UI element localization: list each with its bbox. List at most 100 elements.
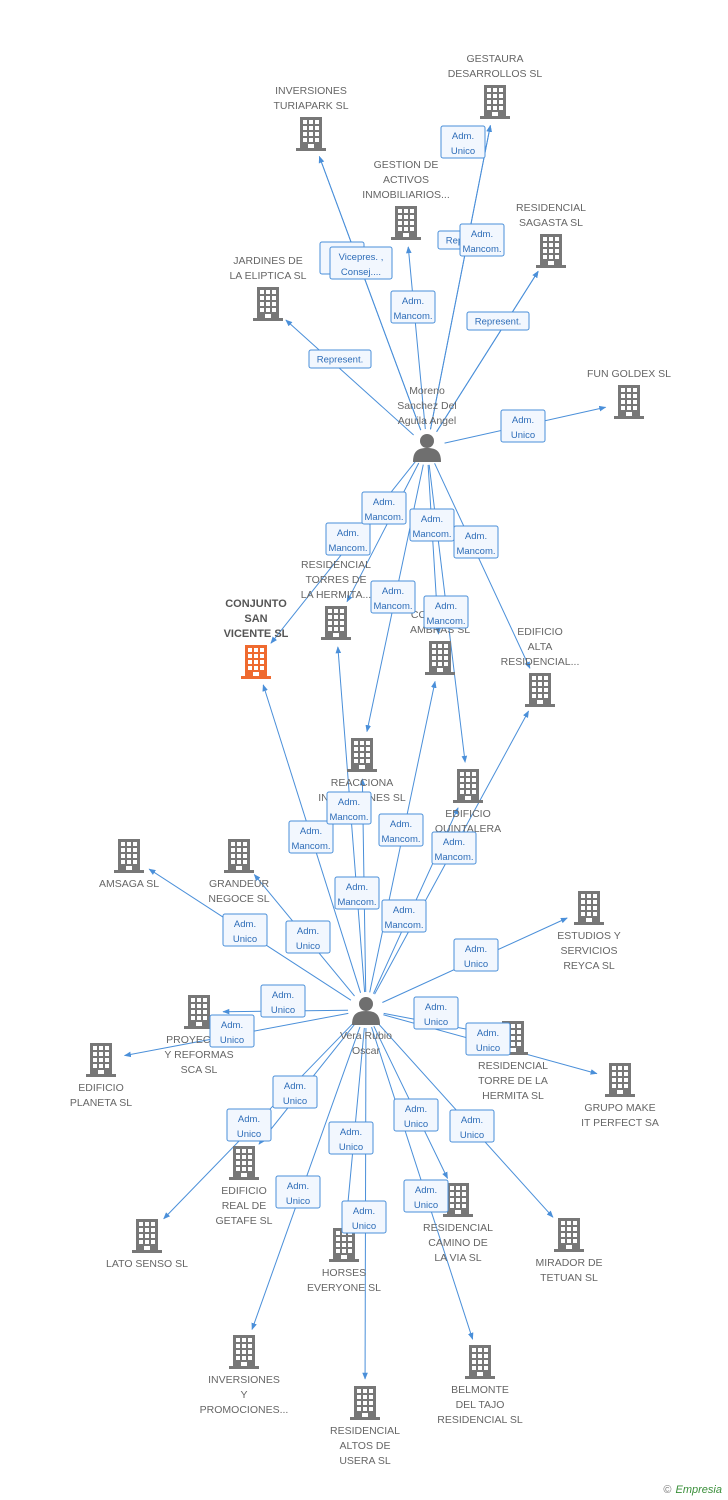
edge-label-box[interactable]: Adm.Unico: [449, 1109, 495, 1143]
edge-label-box[interactable]: Adm.Mancom.: [361, 491, 407, 525]
edge-label-box[interactable]: Adm.Mancom.: [370, 580, 416, 614]
edge-label-box[interactable]: Adm.Mancom.: [381, 899, 427, 933]
edge-label-box[interactable]: Adm.Mancom.: [326, 791, 372, 825]
edge-label-box[interactable]: Adm.Unico: [453, 938, 499, 972]
building-icon: [391, 206, 421, 240]
edge-label-box[interactable]: Adm.Mancom.: [459, 223, 505, 257]
edge-label-box[interactable]: Adm.Unico: [226, 1108, 272, 1142]
edge-label-background: [361, 491, 407, 525]
edge-label-box[interactable]: Adm.Unico: [413, 996, 459, 1030]
edge-label-box[interactable]: Represent.: [308, 349, 372, 369]
edge-label-text: Adm.Unico: [464, 944, 488, 970]
edge-label-box[interactable]: Adm.Mancom.: [390, 290, 436, 324]
edge-label-text: Adm.Unico: [476, 1028, 500, 1054]
edge-label-text: Adm.Mancom.: [291, 826, 330, 852]
edge-label-background: [381, 899, 427, 933]
company-node-fungoldex[interactable]: FUN GOLDEX SL: [587, 368, 671, 419]
edge-label-background: [328, 1121, 374, 1155]
edge-label-box[interactable]: Adm.Mancom.: [325, 522, 371, 556]
edge-moreno-gestaura: [429, 124, 492, 430]
empresia-logo[interactable]: ©Empresia: [663, 1484, 722, 1496]
edge-label-box[interactable]: Adm.Unico: [260, 984, 306, 1018]
edge-label-background: [393, 1098, 439, 1132]
person-icon: [413, 434, 441, 462]
edge-label-box[interactable]: Represent.: [466, 311, 530, 331]
edge-label-box[interactable]: Adm.Mancom.: [409, 508, 455, 542]
edge-label-text: Adm.Unico: [271, 990, 295, 1016]
edge-label-background: [409, 508, 455, 542]
building-icon: [296, 117, 326, 151]
edge-label-background: [226, 1108, 272, 1142]
edge-label-text: Represent.: [317, 355, 363, 366]
edge-label-box[interactable]: Adm.Unico: [285, 920, 331, 954]
edge-label-text: Adm.Mancom.: [462, 229, 501, 255]
edge-label-box[interactable]: Adm.Unico: [328, 1121, 374, 1155]
building-icon: [614, 385, 644, 419]
company-node-latosenso[interactable]: LATO SENSO SL: [106, 1219, 188, 1270]
edge-label-text: Adm.Mancom.: [381, 819, 420, 845]
edge-label-box[interactable]: Adm.Unico: [272, 1075, 318, 1109]
edge-label-box[interactable]: Adm.Mancom.: [288, 820, 334, 854]
edge-label-background: [453, 525, 499, 559]
edge-label-box[interactable]: Adm.Unico: [500, 409, 546, 443]
edge-label-box[interactable]: Adm.Unico: [275, 1175, 321, 1209]
edge-label-box[interactable]: Adm.Unico: [465, 1022, 511, 1056]
edge-label-background: [288, 820, 334, 854]
edge-label-box[interactable]: Adm.Unico: [403, 1179, 449, 1213]
building-icon: [605, 1063, 635, 1097]
edge-label-box[interactable]: Adm.Unico: [222, 913, 268, 947]
building-icon: [241, 645, 271, 679]
edge-label-text: Adm.Unico: [352, 1206, 376, 1232]
edge-label-box[interactable]: Adm.Unico: [341, 1200, 387, 1234]
edge-label-box[interactable]: Adm.Mancom.: [378, 813, 424, 847]
edge-label-box[interactable]: Adm.Unico: [440, 125, 486, 159]
edge-label-box[interactable]: Vicepres. ,Consej....: [329, 246, 393, 280]
edge-moreno-alta: [434, 463, 531, 669]
edge-label-box[interactable]: Adm.Unico: [393, 1098, 439, 1132]
building-icon: [453, 769, 483, 803]
edge-label-box[interactable]: Adm.Mancom.: [334, 876, 380, 910]
edge-moreno-eliptica: [285, 319, 414, 436]
company-node-amsaga[interactable]: AMSAGA SL: [99, 839, 159, 890]
edge-label-box[interactable]: Adm.Mancom.: [423, 595, 469, 629]
edge-label-background: [453, 938, 499, 972]
edge-label-background: [275, 1175, 321, 1209]
edge-label-text: Adm.Mancom.: [337, 882, 376, 908]
edge-label-box[interactable]: Adm.Mancom.: [431, 831, 477, 865]
edge-label-background: [285, 920, 331, 954]
edge-label-box[interactable]: Adm.Unico: [209, 1014, 255, 1048]
edge-label-box[interactable]: Adm.Mancom.: [453, 525, 499, 559]
edge-label-background: [341, 1200, 387, 1234]
